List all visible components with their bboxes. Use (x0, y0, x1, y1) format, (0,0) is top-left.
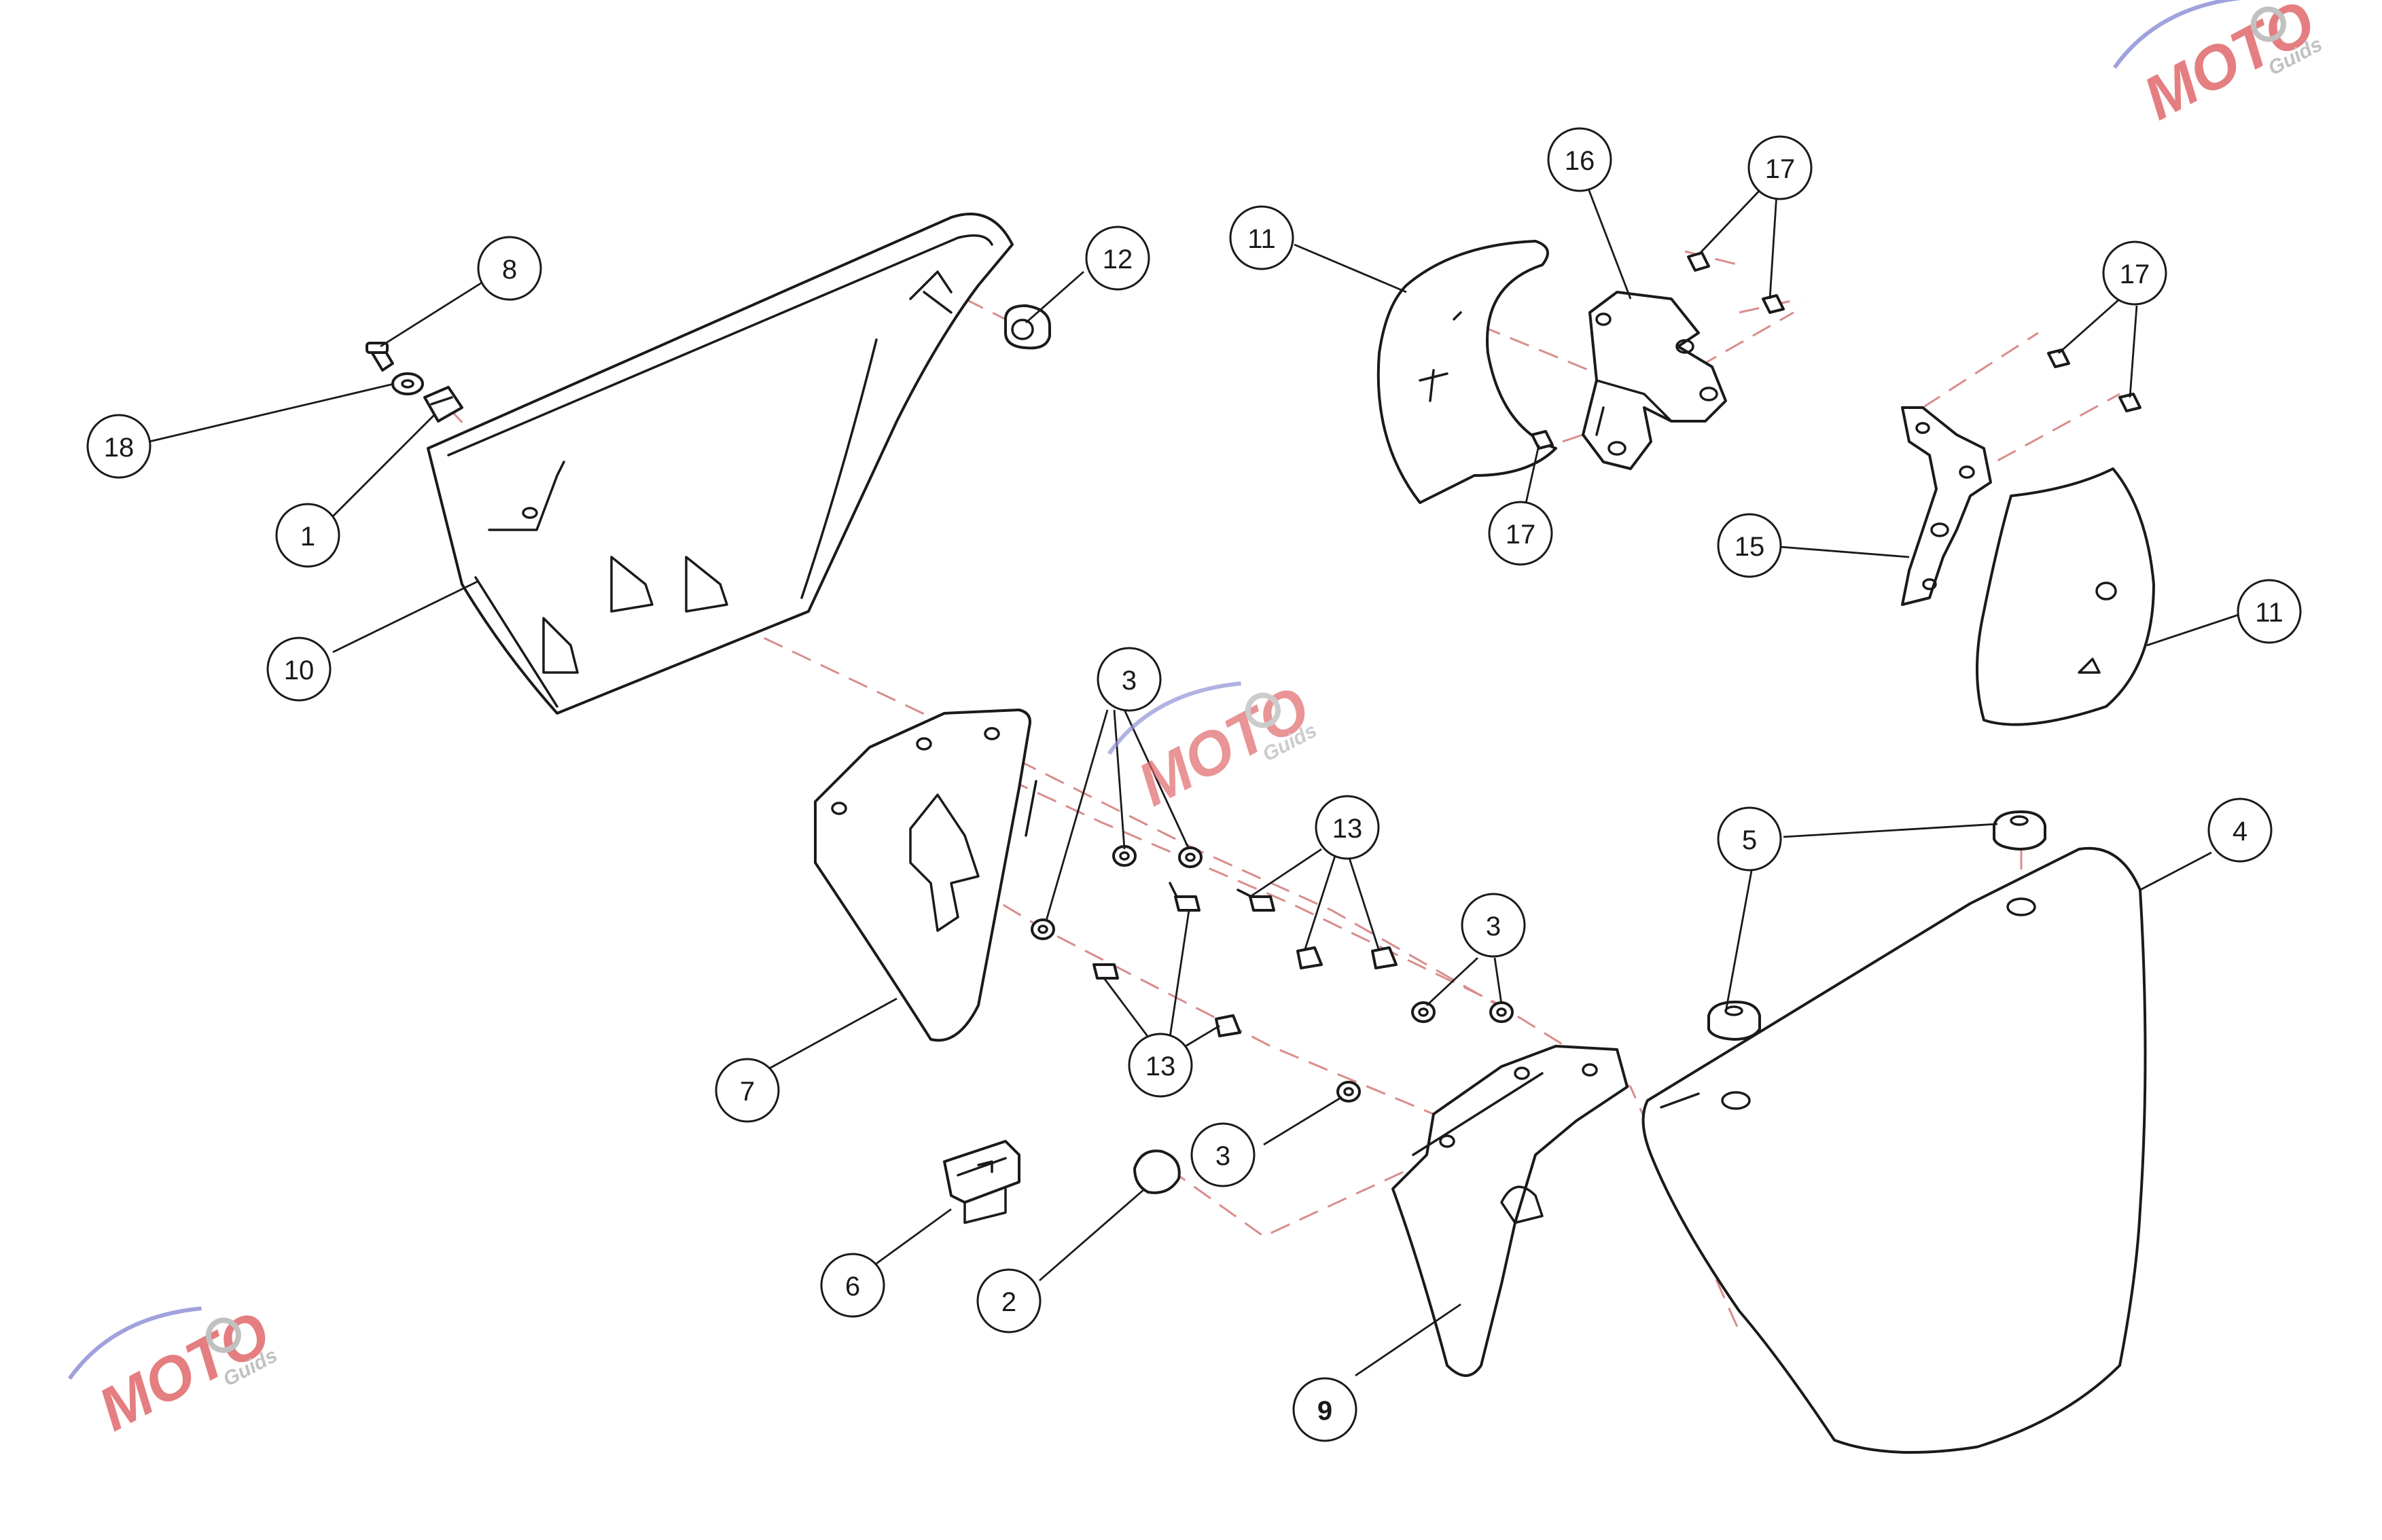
svg-text:5: 5 (1742, 825, 1757, 855)
leader-lines (149, 179, 2239, 1377)
svg-text:13: 13 (1145, 1052, 1176, 1081)
callout-17-top: 17 (1747, 135, 1813, 200)
callout-12: 12 (1085, 226, 1150, 291)
callout-9: 9 (1292, 1377, 1357, 1442)
callout-13-bottom: 13 (1128, 1033, 1193, 1098)
svg-text:3: 3 (1122, 666, 1137, 696)
svg-text:7: 7 (740, 1077, 755, 1107)
svg-text:11: 11 (1247, 224, 1276, 254)
gear-icon (2250, 6, 2286, 42)
callout-11-top: 11 (1229, 205, 1294, 270)
callout-18: 18 (86, 414, 152, 479)
part-8-screw (366, 342, 394, 372)
watermark-bottom-left: MOTO Guids (67, 1299, 281, 1444)
part-9-plate (1391, 1045, 1629, 1377)
svg-text:16: 16 (1565, 146, 1595, 176)
svg-text:13: 13 (1332, 814, 1363, 844)
svg-text:8: 8 (502, 255, 517, 285)
callout-7: 7 (715, 1058, 780, 1123)
callout-3-right: 3 (1461, 893, 1526, 958)
svg-text:9: 9 (1317, 1396, 1332, 1426)
svg-text:2: 2 (1001, 1287, 1016, 1317)
svg-text:1: 1 (300, 522, 315, 552)
callout-17-bottom: 17 (1488, 501, 1553, 566)
callout-16: 16 (1547, 127, 1612, 192)
part-13-screws (1092, 882, 1398, 1037)
part-3-washers (1031, 845, 1514, 1103)
svg-text:10: 10 (284, 656, 315, 685)
svg-text:18: 18 (104, 433, 135, 463)
svg-text:3: 3 (1486, 912, 1501, 942)
callout-3-bottom: 3 (1190, 1122, 1256, 1187)
watermark-top-right: MOTO Guids (2112, 0, 2326, 133)
callout-10: 10 (266, 637, 332, 702)
callout-6: 6 (820, 1253, 885, 1318)
part-15-bracket (1901, 406, 1992, 606)
part-16-bracket (1582, 291, 1727, 470)
part-1-clip (423, 386, 463, 423)
svg-text:15: 15 (1735, 532, 1765, 562)
dash-10-to-9 (679, 596, 1741, 1332)
svg-text:6: 6 (845, 1272, 860, 1302)
callout-1: 1 (275, 503, 340, 568)
callout-17-right: 17 (2102, 240, 2167, 306)
callout-4: 4 (2207, 798, 2273, 863)
callout-3-top: 3 (1097, 647, 1162, 712)
part-17-screws (1531, 251, 2141, 450)
callout-5: 5 (1717, 806, 1782, 872)
svg-text:17: 17 (1506, 520, 1536, 550)
callout-11-right: 11 (2237, 579, 2302, 644)
part-5-grommets (1707, 810, 2046, 1041)
callout-8: 8 (477, 236, 542, 301)
part-18-washer (391, 372, 424, 395)
part-4-side-panel (1641, 846, 2147, 1454)
callout-15: 15 (1717, 513, 1782, 578)
part-6-plug (943, 1140, 1020, 1224)
svg-text:3: 3 (1215, 1141, 1230, 1171)
svg-text:4: 4 (2233, 817, 2247, 846)
part-12-grommet (1004, 304, 1051, 350)
gear-icon (205, 1317, 241, 1353)
svg-text:17: 17 (2120, 259, 2150, 289)
svg-text:11: 11 (2255, 598, 2283, 628)
callout-2: 2 (976, 1268, 1042, 1333)
dash-17-bot (1562, 433, 1584, 443)
part-11-lower-panel (1976, 467, 2155, 726)
svg-text:12: 12 (1103, 245, 1133, 274)
part-2-cap (1133, 1149, 1181, 1194)
gear-icon (1245, 692, 1281, 728)
part-11-upper-panel (1376, 240, 1557, 504)
part-10-side-cover (427, 213, 1014, 715)
part-7-plate (814, 709, 1037, 1042)
callout-13-top: 13 (1315, 795, 1380, 860)
dash-7-to-9 (842, 807, 1434, 1115)
dash-15-17 (1922, 332, 2120, 477)
svg-text:17: 17 (1765, 154, 1796, 184)
